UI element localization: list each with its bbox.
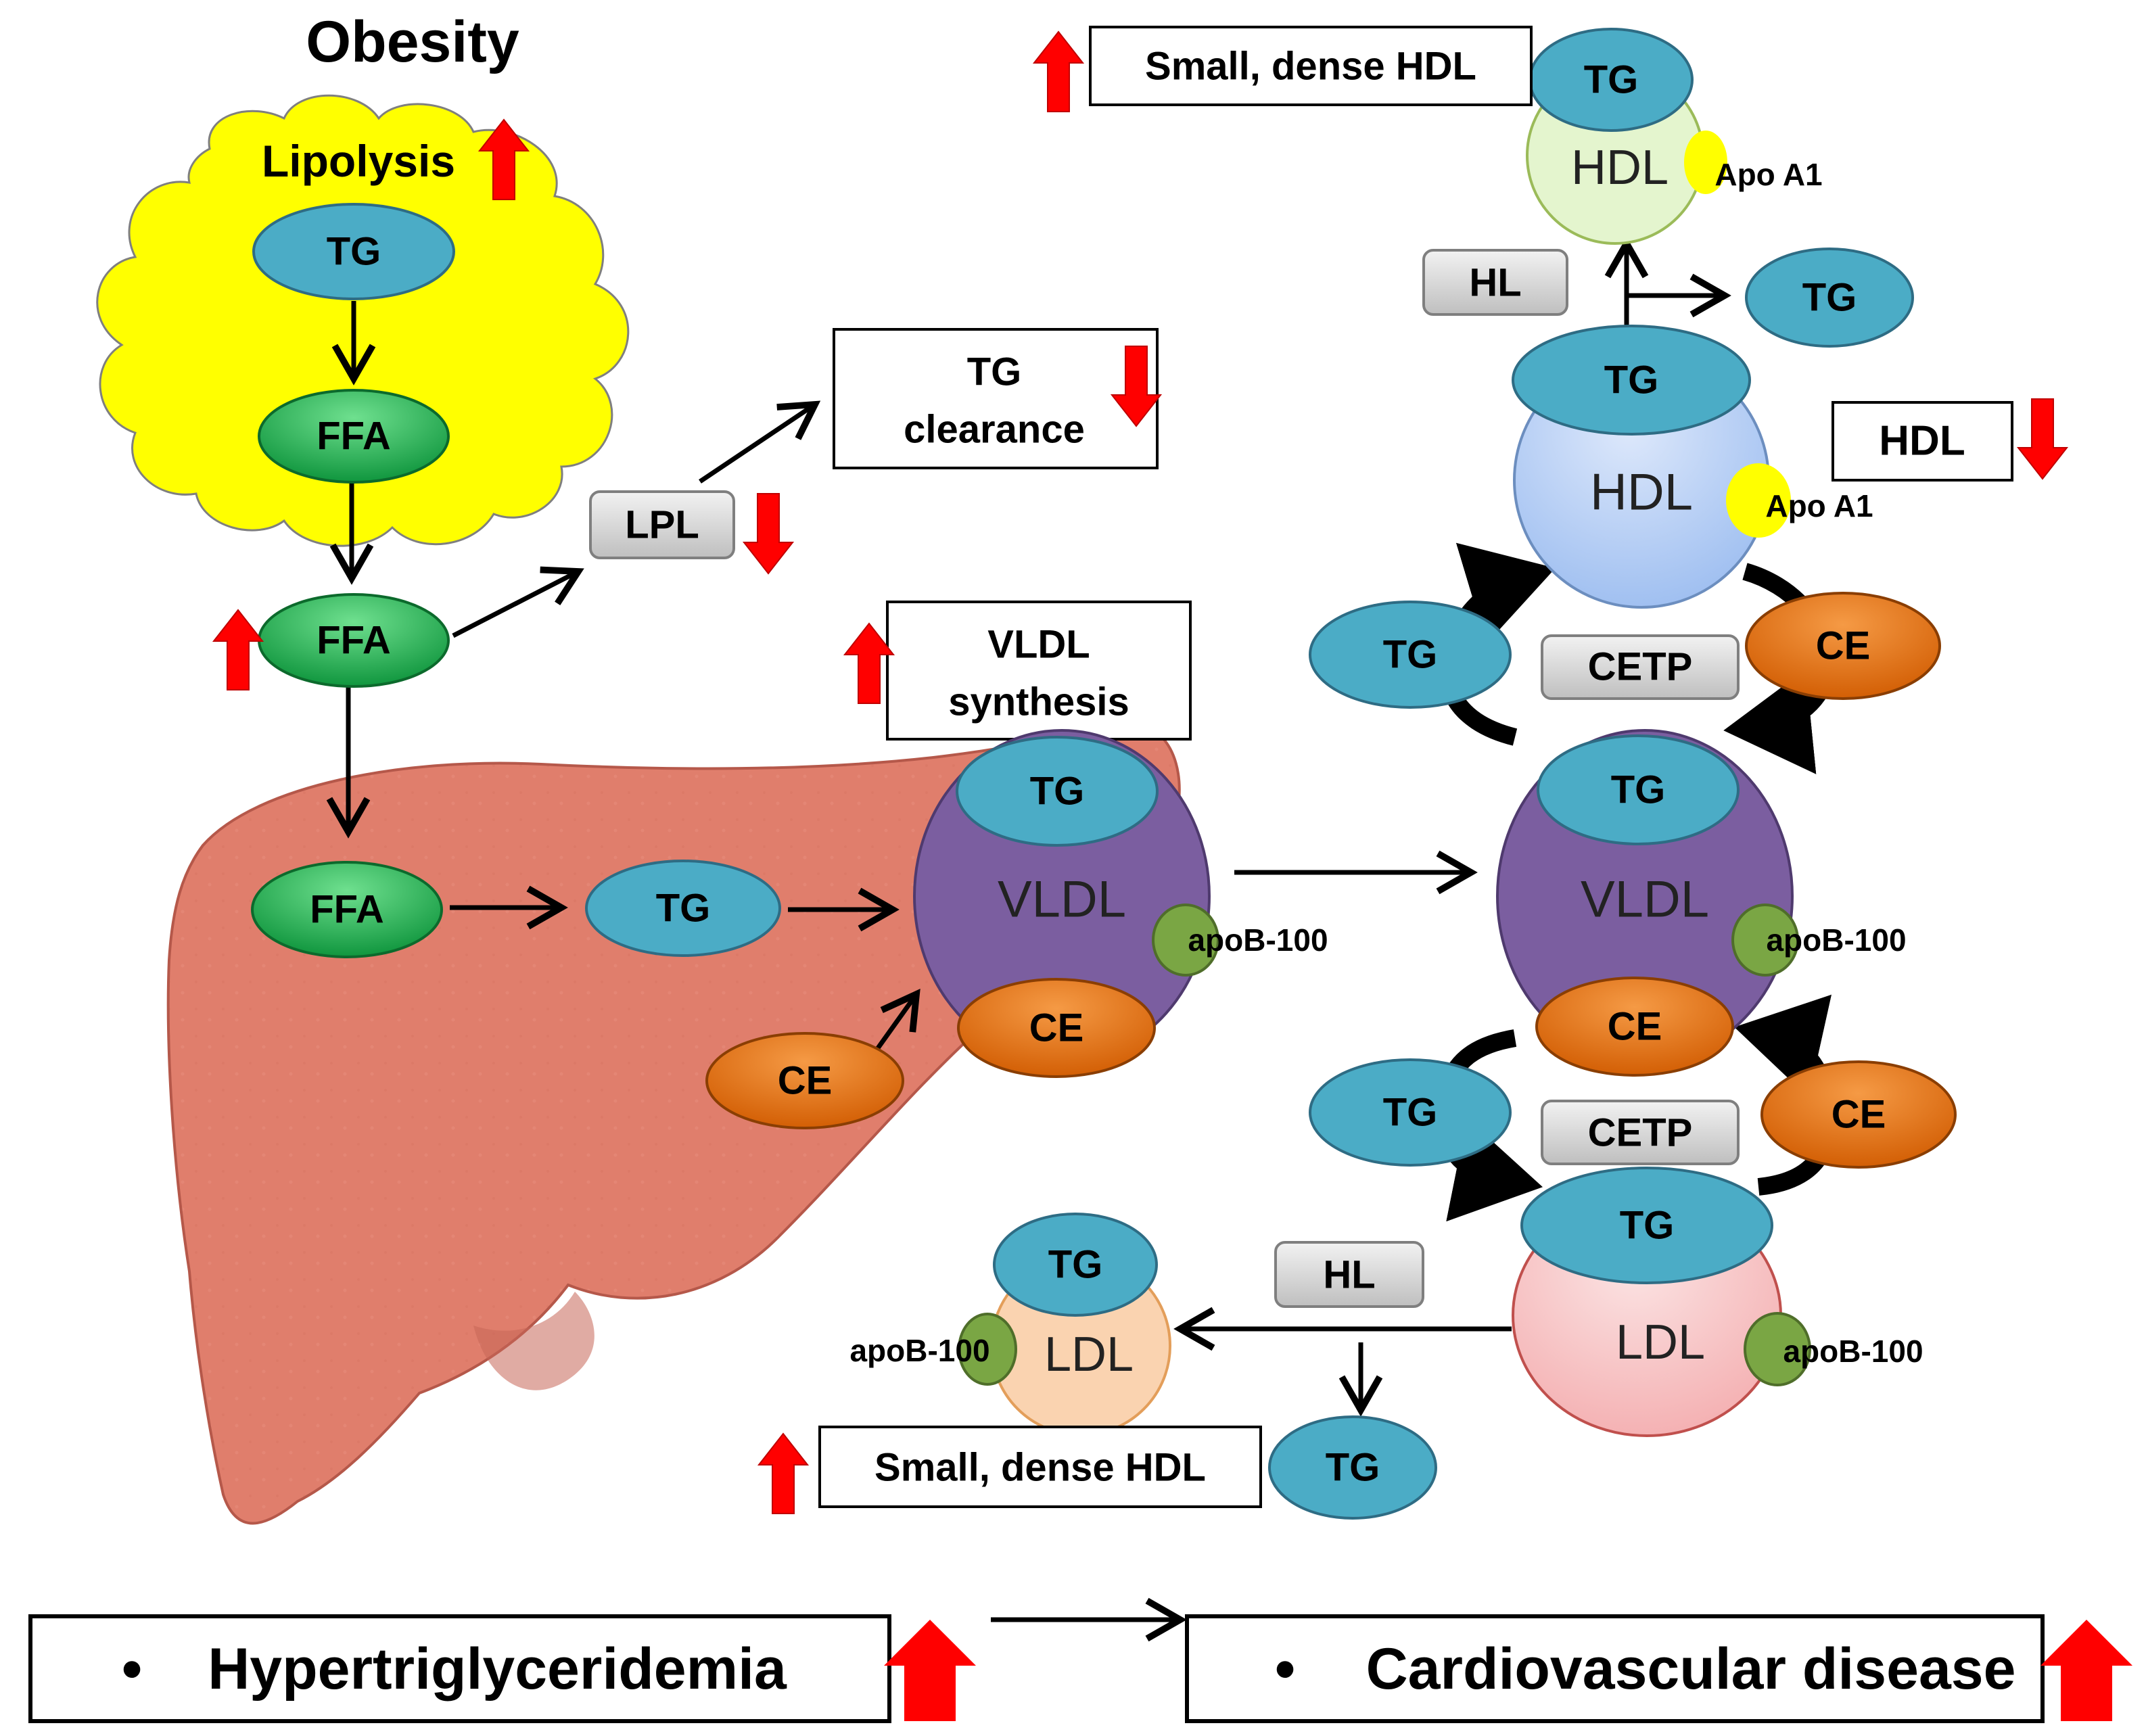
large-hdl-particle: HDL TG Apo A1	[1512, 325, 1873, 609]
small-dense-hdl-top-increase-arrow-icon	[1033, 31, 1083, 112]
ce-label: CE	[1816, 624, 1871, 668]
hdl-label: HDL	[1571, 141, 1669, 195]
liver-ffa: FFA	[251, 861, 443, 958]
lpl-enzyme: LPL	[589, 490, 735, 559]
hypertriglyceridemia-label: Hypertriglyceridemia	[208, 1637, 787, 1702]
hypertriglyceridemia-increase-arrow-icon	[884, 1620, 976, 1721]
tg-label: TG	[1383, 633, 1438, 677]
hdl-label: HDL	[1590, 464, 1693, 521]
hl-label: HL	[1323, 1253, 1375, 1297]
vldl-synthesis-line2: synthesis	[948, 680, 1129, 724]
apob100-label: apoB-100	[1188, 922, 1328, 958]
ce-label: CE	[778, 1059, 833, 1103]
small-dense-ldl-particle: LDL TG apoB-100	[849, 1213, 1171, 1436]
tg-label: TG	[1383, 1091, 1438, 1135]
plasma-vldl-particle: VLDL TG CE apoB-100	[1496, 729, 1907, 1077]
cardiovascular-disease-label: Cardiovascular disease	[1366, 1637, 2016, 1702]
tg-label: TG	[1620, 1204, 1675, 1248]
adipose-tg: TG	[252, 203, 455, 300]
cetp-label: CETP	[1588, 1111, 1693, 1155]
large-ldl-particle: LDL TG apoB-100	[1512, 1167, 1923, 1437]
cetp-hdl-exchange: TG CETP CE	[1309, 592, 1941, 709]
released-tg-bottom: TG	[1268, 1415, 1437, 1520]
ffa-label: FFA	[317, 415, 391, 459]
apob100-label: apoB-100	[1766, 922, 1906, 958]
bullet: •	[122, 1637, 142, 1702]
tg-label: TG	[327, 230, 381, 274]
apoa1-label: Apo A1	[1715, 157, 1822, 192]
tg-label: TG	[1611, 768, 1666, 812]
tg-clearance-box: TG clearance	[833, 328, 1159, 469]
plasma-ffa-increase-arrow-icon	[213, 609, 263, 690]
tg-label: TG	[1048, 1243, 1103, 1287]
liver-ce: CE	[705, 1032, 904, 1129]
hdl-decrease-arrow-icon	[2017, 398, 2068, 479]
apoa1-label: Apo A1	[1765, 488, 1873, 523]
hl-label: HL	[1469, 261, 1521, 305]
hl-bottom-enzyme: HL	[1274, 1241, 1424, 1308]
cardiovascular-disease-box: • Cardiovascular disease	[1185, 1614, 2045, 1723]
liver-vldl-particle: VLDL TG CE apoB-100	[913, 729, 1328, 1078]
ce-label: CE	[1029, 1006, 1084, 1050]
released-tg-top: TG	[1745, 248, 1914, 348]
tg-label: TG	[1030, 770, 1085, 814]
small-dense-hdl-label: Small, dense HDL	[874, 1446, 1206, 1490]
vldl-synthesis-line1: VLDL	[987, 623, 1090, 667]
ldl-label: LDL	[1616, 1315, 1705, 1369]
small-dense-hdl-box-top: Small, dense HDL	[1089, 26, 1533, 106]
small-dense-hdl-particle: HDL TG Apo A1	[1526, 28, 1823, 245]
ldl-label: LDL	[1044, 1328, 1134, 1382]
cardiovascular-disease-increase-arrow-icon	[2040, 1620, 2132, 1721]
apob100-label: apoB-100	[849, 1333, 989, 1368]
ffa-label: FFA	[317, 619, 391, 663]
obesity-adipose-cloud	[96, 94, 630, 547]
tg-label: TG	[1584, 58, 1639, 102]
small-dense-hdl-box-bottom: Small, dense HDL	[818, 1426, 1262, 1508]
ffa-label: FFA	[310, 888, 384, 932]
ce-label: CE	[1608, 1005, 1662, 1049]
tg-clearance-line1: TG	[967, 350, 1022, 394]
liver-tg: TG	[585, 860, 781, 957]
tg-label: TG	[1326, 1446, 1380, 1490]
lipolysis-label: Lipolysis	[262, 136, 455, 186]
lpl-decrease-arrow-icon	[743, 493, 793, 574]
tg-label: TG	[1802, 276, 1857, 320]
tg-label: TG	[1604, 358, 1659, 402]
obesity-title: Obesity	[306, 9, 519, 74]
vldl-label: VLDL	[998, 871, 1126, 929]
vldl-synthesis-box: VLDL synthesis	[886, 601, 1192, 741]
hdl-box-label: HDL	[1879, 418, 1965, 465]
lpl-label: LPL	[625, 503, 699, 547]
adipose-ffa: FFA	[258, 389, 450, 484]
bullet: •	[1275, 1637, 1295, 1702]
hypertriglyceridemia-box: • Hypertriglyceridemia	[28, 1614, 891, 1723]
small-dense-hdl-label: Small, dense HDL	[1145, 45, 1476, 89]
tg-clearance-line2: clearance	[904, 408, 1085, 452]
cetp-label: CETP	[1588, 645, 1693, 689]
vldl-label: VLDL	[1581, 871, 1709, 929]
ce-label: CE	[1832, 1093, 1886, 1137]
hdl-level-box: HDL	[1832, 401, 2013, 482]
cetp-ldl-exchange: TG CETP CE	[1309, 1058, 1957, 1169]
apob100-label: apoB-100	[1783, 1334, 1923, 1369]
hl-top-enzyme: HL	[1422, 249, 1568, 316]
plasma-ffa: FFA	[258, 593, 450, 688]
small-dense-hdl-bottom-increase-arrow-icon	[758, 1433, 808, 1514]
tg-label: TG	[656, 887, 711, 931]
